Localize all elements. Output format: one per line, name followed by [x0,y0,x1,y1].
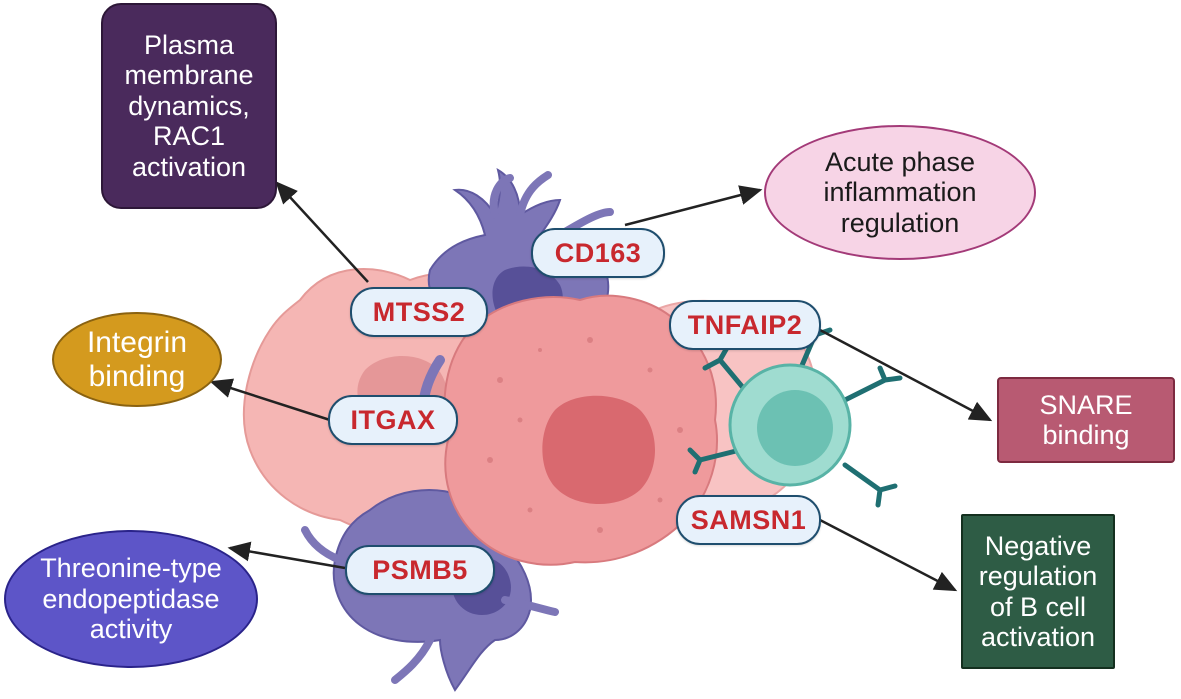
function-text-line: SNARE [1039,389,1133,420]
arrow-cd163 [624,185,763,227]
function-text-line: activation [980,622,1096,652]
function-text-line: Plasma [143,29,235,60]
function-plasma-membrane-text: Plasma membrane dynamics, RAC1 activatio… [124,30,253,183]
function-snare: SNARE binding [997,377,1175,463]
central-tumor-cell [443,294,718,566]
function-text-line: binding [88,359,186,393]
arrow-psmb5 [227,541,346,570]
function-text-line: binding [1042,420,1130,450]
function-integrin: Integrin binding [52,312,222,407]
bottom-dendrites [301,526,559,684]
function-text-line: regulation [840,207,960,238]
arrow-tnfaip2 [819,328,993,422]
function-integrin-text: Integrin binding [87,326,187,394]
function-plasma-membrane: Plasma membrane dynamics, RAC1 activatio… [101,3,277,209]
function-text-line: Negative [984,530,1092,561]
function-acute-phase-text: Acute phase inflammation regulation [823,147,976,239]
gene-cd163: CD163 [531,228,665,278]
function-text-line: membrane [124,60,254,91]
function-text-line: Integrin [86,325,188,359]
function-text-line: activity [89,614,173,645]
function-negative-regulation: Negative regulation of B cell activation [961,514,1115,669]
function-snare-text: SNARE binding [1039,390,1132,451]
function-negative-regulation-text: Negative regulation of B cell activation [979,531,1098,653]
function-text-line: dynamics, [128,90,250,121]
function-text-line: activation [131,151,247,182]
arrow-samsn1 [819,518,958,592]
arrow-itgax [209,378,331,422]
function-threonine-text: Threonine-type endopeptidase activity [40,553,222,645]
central-tumor-nucleus [542,395,655,505]
function-threonine: Threonine-type endopeptidase activity [4,530,258,668]
lymphocyte-nucleus [757,390,833,466]
gene-itgax: ITGAX [328,395,458,445]
gene-mtss2: MTSS2 [350,287,488,337]
central-tumor-granules [487,337,683,533]
function-text-line: inflammation [823,177,977,208]
arrows [209,181,993,592]
function-text-line: of B cell [989,591,1087,622]
function-acute-phase: Acute phase inflammation regulation [764,125,1036,260]
function-text-line: Acute phase [824,146,976,177]
gene-psmb5: PSMB5 [345,545,495,595]
arrow-mtss2 [275,181,369,283]
function-text-line: regulation [978,561,1098,591]
function-text-line: endopeptidase [42,583,220,614]
function-text-line: Threonine-type [40,553,222,584]
gene-tnfaip2: TNFAIP2 [669,300,821,350]
gene-samsn1: SAMSN1 [676,495,821,545]
function-text-line: RAC1 [152,121,226,152]
